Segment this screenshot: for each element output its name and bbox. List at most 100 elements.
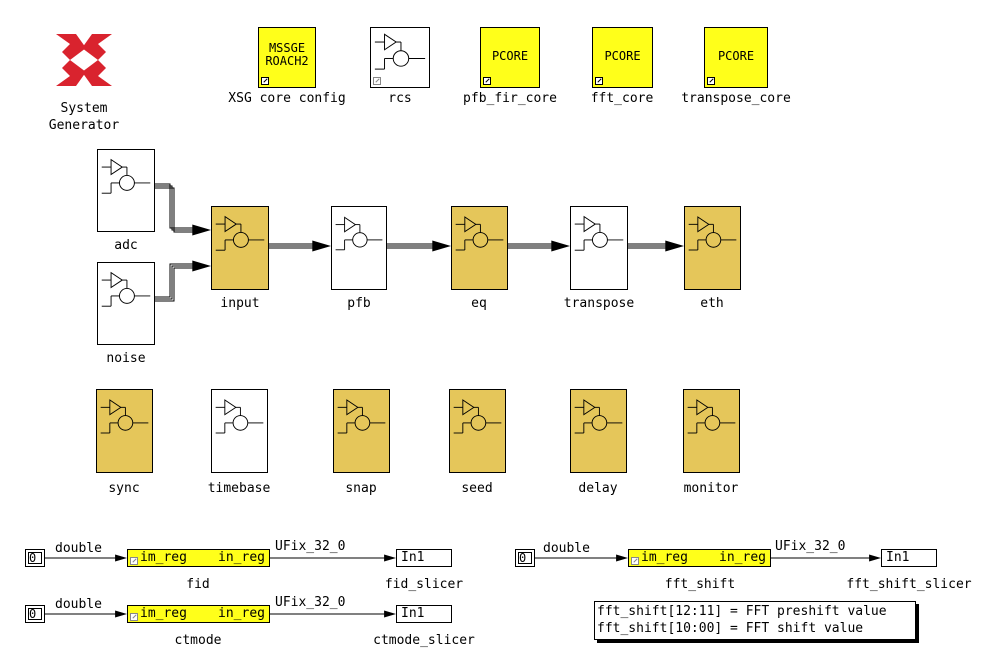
ctmode-output-type: UFix_32_0 xyxy=(275,595,346,610)
ctmode-port-b: in_reg xyxy=(218,606,265,621)
xsg-core-config-block[interactable]: MSSGE ROACH2 xyxy=(258,27,316,88)
input-block[interactable] xyxy=(211,206,269,290)
fft-core-label: fft_core xyxy=(590,91,654,106)
eq-block[interactable] xyxy=(451,206,508,290)
fft-shift-port-b: in_reg xyxy=(719,550,766,565)
snap-label: snap xyxy=(345,481,377,496)
pcore-text: PCORE xyxy=(604,49,641,63)
adc-block[interactable] xyxy=(97,149,155,232)
fft-shift-const-arrow xyxy=(616,554,628,562)
pcore-text: PCORE xyxy=(717,49,755,63)
fft-shift-port-a: im_reg xyxy=(641,550,688,565)
eq-label: eq xyxy=(471,296,487,311)
system-generator-label-line2: Generator xyxy=(48,118,120,133)
delay-block[interactable] xyxy=(570,389,627,473)
noise-to-input-wire-0 xyxy=(155,263,195,298)
seed-block[interactable] xyxy=(449,389,506,473)
fid-constant-block[interactable]: 0 xyxy=(25,549,45,567)
input-label: input xyxy=(220,296,260,311)
link-icon xyxy=(261,77,269,85)
fft-core-block[interactable]: PCORE xyxy=(592,27,653,88)
fft-shift-input-type: double xyxy=(543,541,590,556)
fid-port-a: im_reg xyxy=(140,550,187,565)
sync-label: sync xyxy=(108,481,140,496)
link-icon xyxy=(483,77,491,85)
link-icon xyxy=(595,77,603,85)
pcore-text: PCORE xyxy=(491,49,529,63)
link-icon xyxy=(373,77,381,85)
fid-port-b: in_reg xyxy=(218,550,265,565)
pfb-fir-core-label: pfb_fir_core xyxy=(463,91,557,106)
sync-block[interactable] xyxy=(96,389,153,473)
fft-shift-register-block[interactable]: im_reg in_reg xyxy=(628,549,771,567)
system-generator-label-line1: System xyxy=(60,101,108,116)
fft-shift-output-type: UFix_32_0 xyxy=(775,539,846,554)
fft-shift-annotation: fft_shift[12:11] = FFT preshift value ff… xyxy=(594,601,916,640)
fid-const-arrow xyxy=(115,554,127,562)
subsystem-glyph-icon xyxy=(98,265,154,325)
rcs-label: rcs xyxy=(388,91,412,106)
subsystem-glyph-icon xyxy=(212,209,268,269)
seed-label: seed xyxy=(461,481,493,496)
timebase-label: timebase xyxy=(207,481,271,496)
transpose-core-block[interactable]: PCORE xyxy=(704,27,768,88)
noise-to-input-arrow xyxy=(192,260,211,272)
subsystem-glyph-icon xyxy=(685,209,740,269)
noise-label: noise xyxy=(106,351,146,366)
pfb-label: pfb xyxy=(347,296,371,311)
ctmode-port-a: im_reg xyxy=(140,606,187,621)
transpose-label: transpose xyxy=(563,296,635,311)
fid-out-arrow xyxy=(384,554,396,562)
link-icon xyxy=(707,77,715,85)
noise-to-input-wire-2 xyxy=(155,267,195,302)
noise-block[interactable] xyxy=(97,262,155,345)
ctmode-slicer-label: ctmode_slicer xyxy=(373,633,475,648)
link-icon xyxy=(631,557,639,565)
annotation-line1: fft_shift[12:11] = FFT preshift value xyxy=(597,604,887,619)
fft-shift-constant-block[interactable]: 0 xyxy=(515,549,535,567)
rcs-block[interactable] xyxy=(370,27,430,88)
fid-register-block[interactable]: im_reg in_reg xyxy=(127,549,270,567)
noise-to-input-wire-1 xyxy=(155,265,195,300)
system-generator-logo-icon xyxy=(56,34,112,86)
eth-block[interactable] xyxy=(684,206,741,290)
xsg-line2: ROACH2 xyxy=(265,54,309,68)
pfb-fir-core-block[interactable]: PCORE xyxy=(480,27,540,88)
annotation-line2: fft_shift[10:00] = FFT shift value xyxy=(597,621,864,636)
ctmode-register-block[interactable]: im_reg in_reg xyxy=(127,605,270,623)
fft-shift-register-name: fft_shift xyxy=(664,577,736,592)
adc-to-input-wire-2 xyxy=(155,187,195,233)
subsystem-glyph-icon xyxy=(98,152,154,212)
fid-output-type: UFix_32_0 xyxy=(275,539,346,554)
delay-label: delay xyxy=(578,481,618,496)
monitor-label: monitor xyxy=(683,481,739,496)
link-icon xyxy=(130,557,138,565)
eq-to-transpose-arrow xyxy=(551,240,570,252)
subsystem-glyph-icon xyxy=(334,392,389,452)
transpose-core-label: transpose_core xyxy=(681,91,791,106)
ctmode-in1-port[interactable]: In1 xyxy=(396,605,452,623)
fid-input-type: double xyxy=(55,541,102,556)
ctmode-register-name: ctmode xyxy=(174,633,222,648)
input-to-pfb-arrow xyxy=(312,240,331,252)
snap-block[interactable] xyxy=(333,389,390,473)
adc-to-input-wire-0 xyxy=(155,183,195,229)
adc-to-input-arrow xyxy=(192,224,211,236)
fft-shift-in1-port[interactable]: In1 xyxy=(881,549,937,567)
fft-shift-slicer-label: fft_shift_slicer xyxy=(846,577,972,592)
transpose-block[interactable] xyxy=(570,206,628,290)
ctmode-const-arrow xyxy=(115,610,127,618)
pfb-to-eq-arrow xyxy=(432,240,451,252)
pfb-block[interactable] xyxy=(331,206,387,290)
fid-slicer-label: fid_slicer xyxy=(384,577,464,592)
ctmode-constant-block[interactable]: 0 xyxy=(25,605,45,623)
monitor-block[interactable] xyxy=(683,389,740,473)
subsystem-glyph-icon xyxy=(450,392,505,452)
subsystem-glyph-icon xyxy=(212,392,267,452)
fft-shift-out-arrow xyxy=(869,554,881,562)
timebase-block[interactable] xyxy=(211,389,268,473)
fid-in1-port[interactable]: In1 xyxy=(396,549,452,567)
link-icon xyxy=(130,613,138,621)
subsystem-glyph-icon xyxy=(571,209,627,269)
